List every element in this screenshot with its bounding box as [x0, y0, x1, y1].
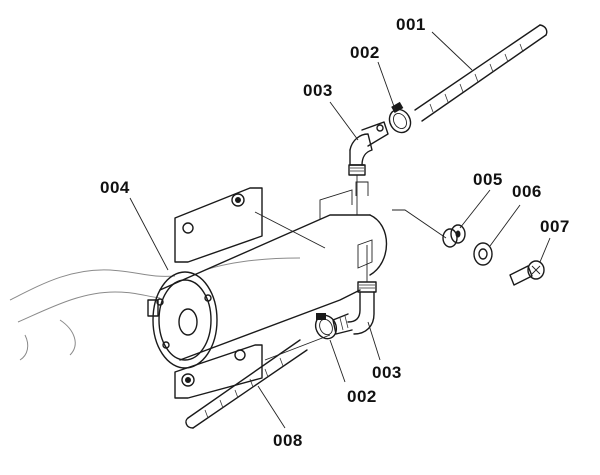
callout-003-bottom: 003 [372, 363, 402, 382]
cylinder-body [147, 181, 388, 399]
bolt-007 [509, 260, 545, 286]
washer-006 [473, 242, 493, 266]
hose-001 [414, 24, 548, 122]
hose-008 [185, 339, 308, 429]
callout-004: 004 [100, 178, 130, 197]
callout-001: 001 [396, 15, 426, 34]
frame-rail [9, 257, 301, 361]
callout-008: 008 [273, 431, 303, 450]
clamp-002-lower [314, 313, 338, 340]
callout-007: 007 [540, 217, 570, 236]
leader-lines [129, 31, 551, 429]
callout-labels: 001 002 003 004 005 006 007 003 002 008 [100, 15, 570, 450]
callout-005: 005 [473, 170, 503, 189]
assembly-lines [254, 175, 447, 361]
clamp-002-upper [388, 101, 412, 134]
elbow-003-upper [348, 121, 389, 176]
callout-006: 006 [512, 182, 542, 201]
callout-002-top: 002 [350, 43, 380, 62]
spacer-005 [442, 224, 466, 248]
callout-003-top: 003 [303, 81, 333, 100]
callout-002-bottom: 002 [347, 387, 377, 406]
